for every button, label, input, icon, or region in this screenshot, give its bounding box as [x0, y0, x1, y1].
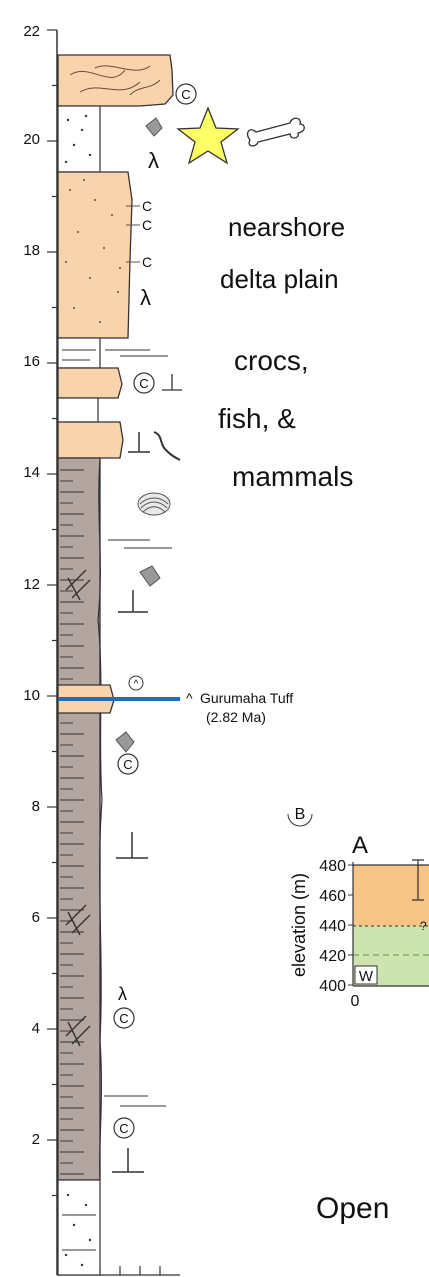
inset-tick-440: 440 — [319, 918, 346, 935]
c-symbol-4: C — [119, 1011, 128, 1026]
y-tick-22: 22 — [23, 23, 40, 40]
env-line-1: nearshore — [228, 212, 345, 242]
inset-y-axis-label: elevation (m) — [289, 873, 309, 977]
y-tick-18: 18 — [23, 242, 40, 259]
environment-annotation: nearshore delta plain — [220, 212, 345, 294]
inset-w-label: W — [359, 968, 374, 985]
root-symbol-5 — [112, 1148, 144, 1172]
inset-panel-b: B A ? 480 460 440 420 400 0 elevation (m… — [286, 800, 429, 1010]
silty-sand-interval — [58, 106, 100, 172]
c-symbol-5: C — [119, 1121, 128, 1136]
top-sandstone-bed — [58, 55, 173, 106]
root-symbol-3 — [118, 590, 148, 612]
fauna-line-1: crocs, — [234, 345, 309, 376]
shell-icon — [138, 493, 170, 515]
y-tick-14: 14 — [23, 464, 40, 481]
caret-symbol: ^ — [134, 679, 139, 690]
root-symbol-1 — [162, 374, 182, 390]
y-tick-12: 12 — [23, 576, 40, 593]
y-tick-10: 10 — [23, 687, 40, 704]
bone-icon — [248, 118, 305, 146]
y-tick-2: 2 — [32, 1131, 40, 1148]
section-label-a: A — [352, 832, 368, 859]
y-tick-16: 16 — [23, 353, 40, 370]
panel-label-b: B — [295, 806, 306, 823]
y-axis: 22 20 18 16 14 12 10 8 6 4 2 — [23, 23, 57, 1275]
lithologic-column — [58, 55, 173, 1275]
y-tick-20: 20 — [23, 131, 40, 148]
tuff-label: Gurumaha Tuff — [200, 690, 293, 706]
inset-tick-480: 480 — [319, 858, 346, 875]
env-line-2: delta plain — [220, 264, 339, 294]
fauna-annotation: crocs, fish, & mammals — [218, 345, 353, 492]
main-sandstone-unit — [58, 172, 132, 338]
c-label-c: C — [142, 254, 152, 270]
inset-x-tick-0: 0 — [351, 993, 360, 1010]
fossil-site-marker — [178, 108, 304, 163]
sandstone-bed-14 — [58, 422, 123, 458]
star-icon — [178, 108, 238, 163]
c-symbol-2: C — [139, 376, 148, 391]
root-symbol-2 — [128, 432, 150, 452]
inset-tick-460: 460 — [319, 888, 346, 905]
lambda-symbol-2: λ — [140, 285, 151, 310]
concretion-icon — [146, 118, 162, 136]
y-tick-8: 8 — [32, 798, 40, 815]
root-symbol-4 — [116, 832, 148, 858]
c-label-b: C — [142, 217, 152, 233]
svg-text:?: ? — [420, 919, 427, 933]
y-tick-6: 6 — [32, 909, 40, 926]
lambda-symbol-1: λ — [148, 148, 159, 173]
c-symbol-3: C — [123, 757, 132, 772]
tuff-caret: ^ — [186, 690, 193, 706]
burrow-icon — [154, 432, 180, 460]
c-label-a: C — [142, 198, 152, 214]
basal-sand — [58, 1180, 100, 1275]
mudstone-unit — [58, 458, 100, 1180]
open-text: Open — [316, 1192, 389, 1225]
y-tick-4: 4 — [32, 1020, 40, 1037]
c-symbol-1: C — [181, 87, 190, 102]
inset-tick-420: 420 — [319, 948, 346, 965]
sandstone-bed-15 — [58, 368, 122, 398]
fauna-line-2: fish, & — [218, 403, 296, 434]
lambda-symbol-3: λ — [118, 984, 127, 1004]
fauna-line-3: mammals — [232, 461, 353, 492]
inset-tick-400: 400 — [319, 978, 346, 995]
tuff-age: (2.82 Ma) — [206, 709, 266, 725]
